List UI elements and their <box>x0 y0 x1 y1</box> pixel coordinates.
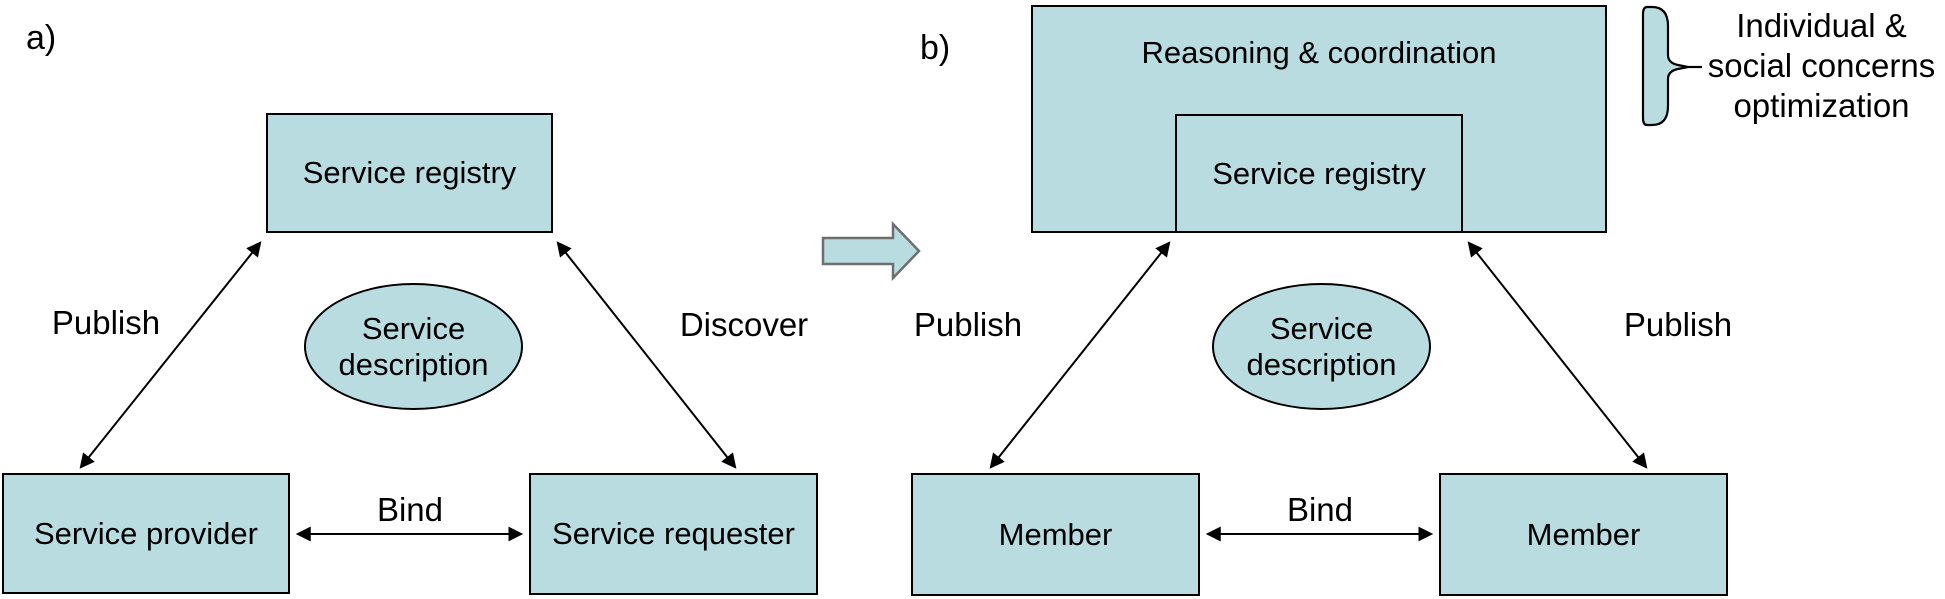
service-description-ellipse-b: Service description <box>1212 283 1431 410</box>
publish-right-edge-label-b: Publish <box>1623 306 1733 343</box>
bind-edge-label-a: Bind <box>376 491 444 528</box>
service-requester-box: Service requester <box>529 473 818 595</box>
publish-right-arrow-b <box>1467 241 1648 469</box>
service-description-ellipse-a: Service description <box>304 283 523 410</box>
member-left-label: Member <box>998 516 1113 552</box>
publish-edge-label-a: Publish <box>51 304 161 341</box>
bind-edge-label-b: Bind <box>1286 491 1354 528</box>
panel-a-label: a) <box>26 19 57 57</box>
member-left-box: Member <box>911 473 1200 596</box>
service-provider-box: Service provider <box>2 473 290 594</box>
transform-arrow-icon <box>821 220 921 282</box>
publish-left-edge-label-b: Publish <box>913 306 1023 343</box>
reasoning-coordination-label: Reasoning & coordination <box>1141 35 1497 70</box>
social-concerns-annotation: Individual & social concerns optimizatio… <box>1707 7 1936 124</box>
service-registry-box-b: Service registry <box>1175 114 1463 233</box>
discover-arrow-a <box>556 241 737 469</box>
member-right-box: Member <box>1439 473 1728 596</box>
service-requester-label: Service requester <box>552 516 795 551</box>
service-registry-label-b: Service registry <box>1212 155 1426 191</box>
discover-edge-label-a: Discover <box>679 306 809 343</box>
publish-arrow-a <box>79 241 262 469</box>
panel-b-label: b) <box>920 29 951 67</box>
service-registry-label-a: Service registry <box>302 155 517 190</box>
service-description-label-a: Service description <box>338 310 489 382</box>
service-description-label-b: Service description <box>1246 310 1397 382</box>
service-registry-box-a: Service registry <box>266 113 553 233</box>
member-right-label: Member <box>1526 516 1641 552</box>
publish-left-arrow-b <box>989 241 1171 469</box>
service-provider-label: Service provider <box>34 515 258 551</box>
brace-icon <box>1641 5 1690 127</box>
